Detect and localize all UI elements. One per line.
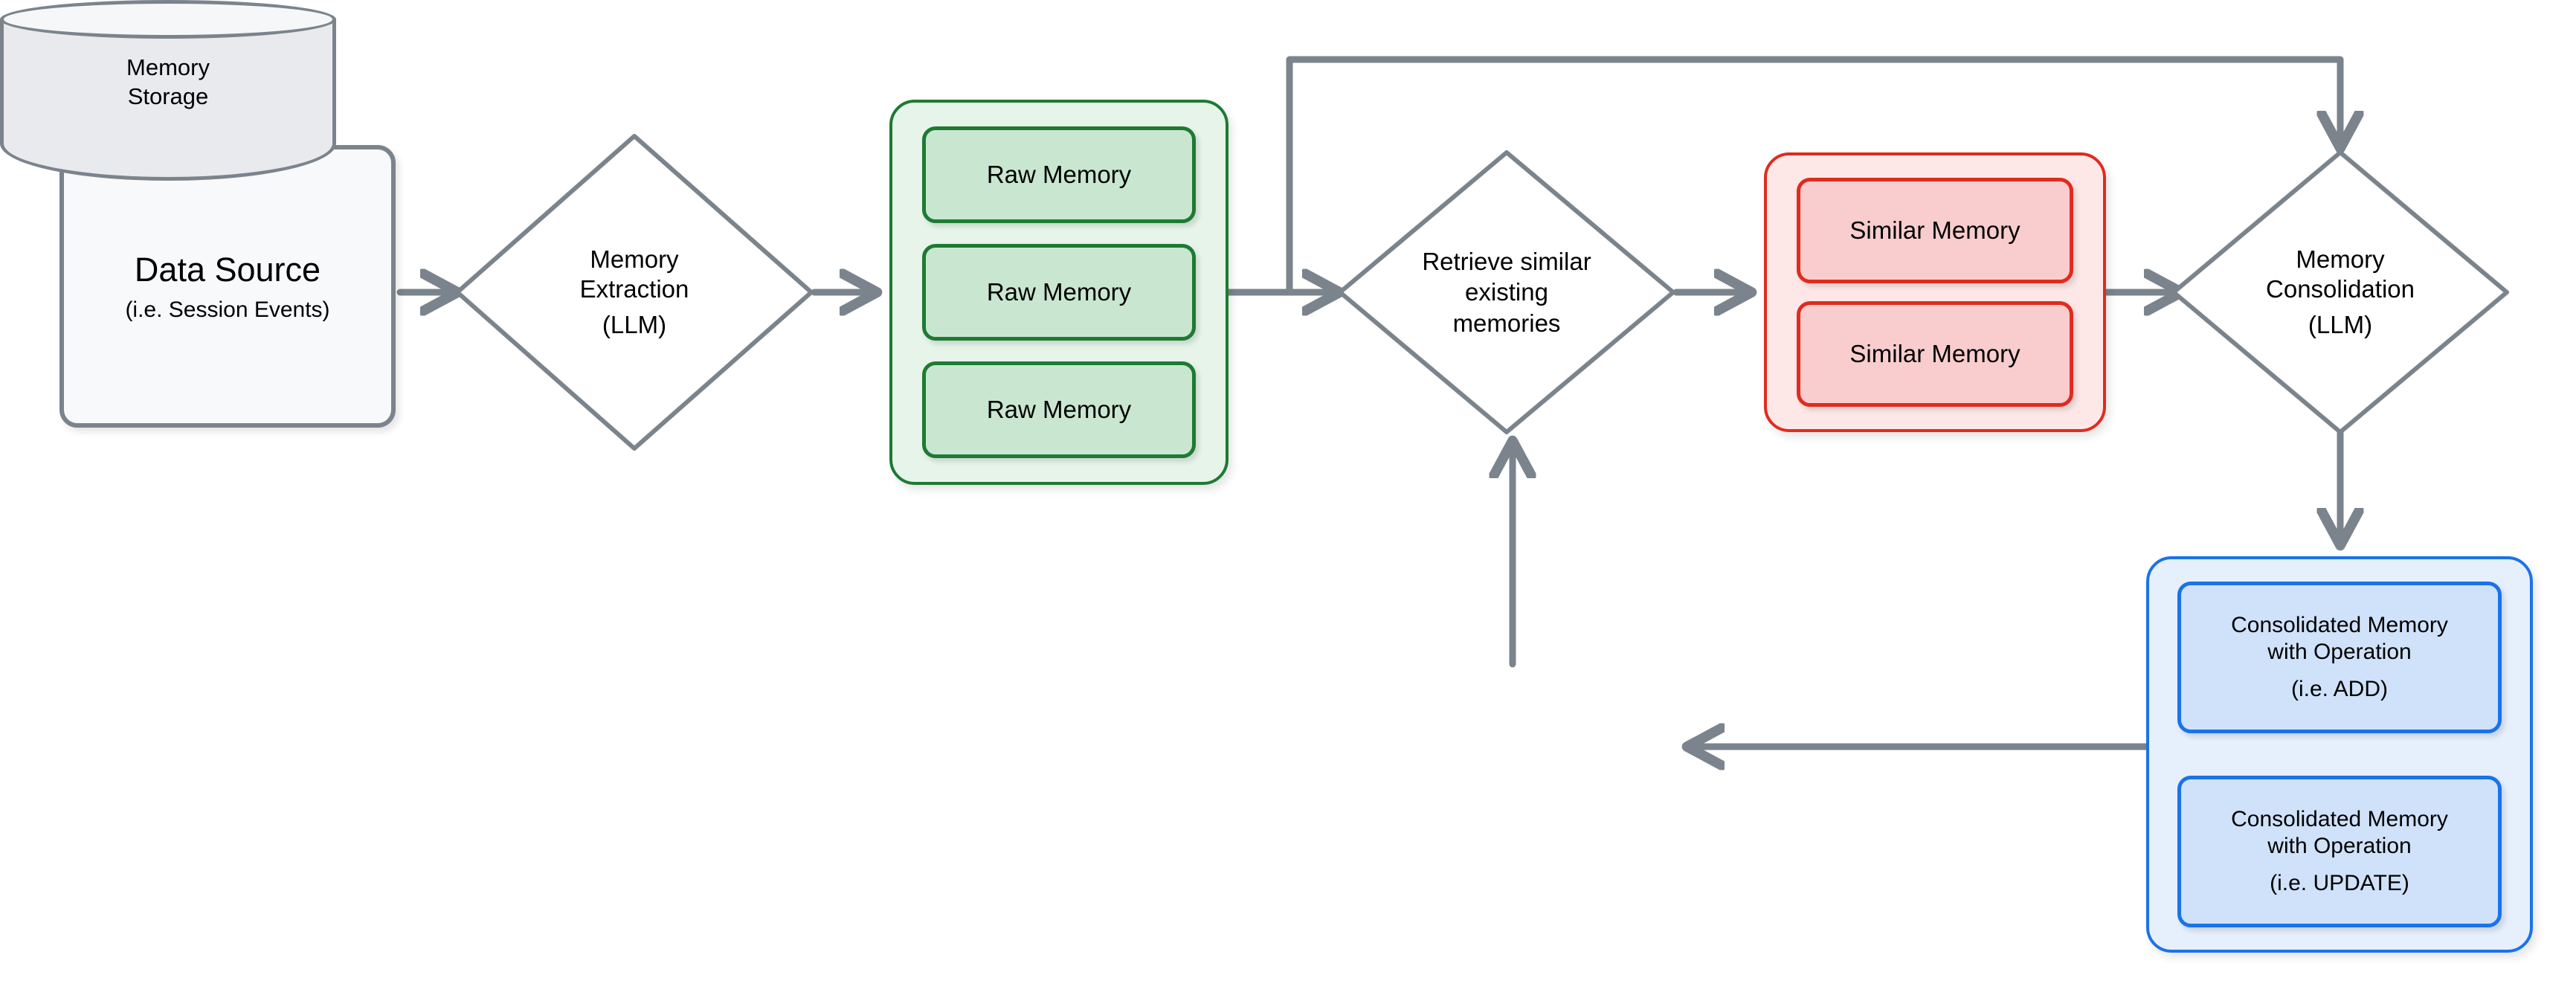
memory-consolidation-diamond-shape bbox=[2171, 150, 2509, 434]
consolidated-memory-update-operation: (i.e. UPDATE) bbox=[2270, 871, 2409, 895]
retrieve-similar-line2: existing bbox=[1465, 278, 1548, 306]
raw-memory-chip-2[interactable]: Raw Memory bbox=[922, 244, 1196, 341]
retrieve-similar-diamond[interactable]: Retrieve similar existing memories bbox=[1340, 214, 1673, 370]
memory-extraction-diamond[interactable]: Memory Extraction (LLM) bbox=[457, 218, 811, 367]
consolidated-memory-add-operation: (i.e. ADD) bbox=[2290, 677, 2389, 701]
raw-memory-label-1: Raw Memory bbox=[986, 161, 1132, 189]
cylinder-bottom-ellipse bbox=[0, 106, 336, 181]
memory-consolidation-line1: Memory bbox=[2296, 245, 2385, 273]
raw-memory-label-2: Raw Memory bbox=[986, 278, 1132, 306]
similar-memory-group[interactable]: Similar Memory Similar Memory bbox=[1764, 152, 2106, 432]
similar-memory-chip-1[interactable]: Similar Memory bbox=[1797, 178, 2073, 283]
memory-consolidation-diamond[interactable]: Memory Consolidation (LLM) bbox=[2174, 218, 2507, 367]
raw-memory-label-3: Raw Memory bbox=[986, 396, 1132, 424]
memory-storage-line1: Memory bbox=[126, 54, 210, 80]
raw-memory-chip-1[interactable]: Raw Memory bbox=[922, 126, 1196, 223]
cylinder-top-ellipse bbox=[0, 0, 336, 39]
similar-memory-label-1: Similar Memory bbox=[1849, 216, 2020, 245]
consolidated-memory-update-line2: with Operation bbox=[2267, 834, 2412, 858]
retrieve-similar-line1: Retrieve similar bbox=[1422, 247, 1591, 275]
consolidated-memory-chip-add[interactable]: Consolidated Memory with Operation (i.e.… bbox=[2177, 582, 2502, 733]
similar-memory-label-2: Similar Memory bbox=[1849, 340, 2020, 368]
data-source-box[interactable]: Data Source (i.e. Session Events) bbox=[59, 145, 396, 428]
similar-memory-chip-2[interactable]: Similar Memory bbox=[1797, 301, 2073, 407]
memory-storage-label: Memory Storage bbox=[0, 54, 336, 112]
memory-storage-line2: Storage bbox=[127, 83, 209, 109]
memory-extraction-line3: (LLM) bbox=[602, 311, 667, 339]
memory-consolidation-line3: (LLM) bbox=[2308, 311, 2373, 339]
memory-storage-cylinder[interactable]: Memory Storage bbox=[0, 0, 336, 181]
data-source-title: Data Source bbox=[134, 250, 321, 289]
consolidated-memory-add-line1: Consolidated Memory bbox=[2231, 613, 2448, 637]
memory-extraction-line1: Memory bbox=[590, 245, 679, 273]
consolidated-memory-group[interactable]: Consolidated Memory with Operation (i.e.… bbox=[2146, 556, 2533, 953]
raw-memory-group[interactable]: Raw Memory Raw Memory Raw Memory bbox=[889, 100, 1229, 485]
consolidated-memory-chip-update[interactable]: Consolidated Memory with Operation (i.e.… bbox=[2177, 776, 2502, 927]
memory-extraction-line2: Extraction bbox=[579, 274, 689, 303]
memory-extraction-diamond-shape bbox=[455, 134, 814, 451]
retrieve-similar-diamond-shape bbox=[1338, 150, 1675, 434]
data-source-subtitle: (i.e. Session Events) bbox=[125, 297, 330, 322]
memory-consolidation-line2: Consolidation bbox=[2266, 274, 2415, 303]
consolidated-memory-add-line2: with Operation bbox=[2267, 640, 2412, 664]
consolidated-memory-update-line1: Consolidated Memory bbox=[2231, 807, 2448, 831]
retrieve-similar-line3: memories bbox=[1452, 309, 1561, 337]
raw-memory-chip-3[interactable]: Raw Memory bbox=[922, 361, 1196, 458]
